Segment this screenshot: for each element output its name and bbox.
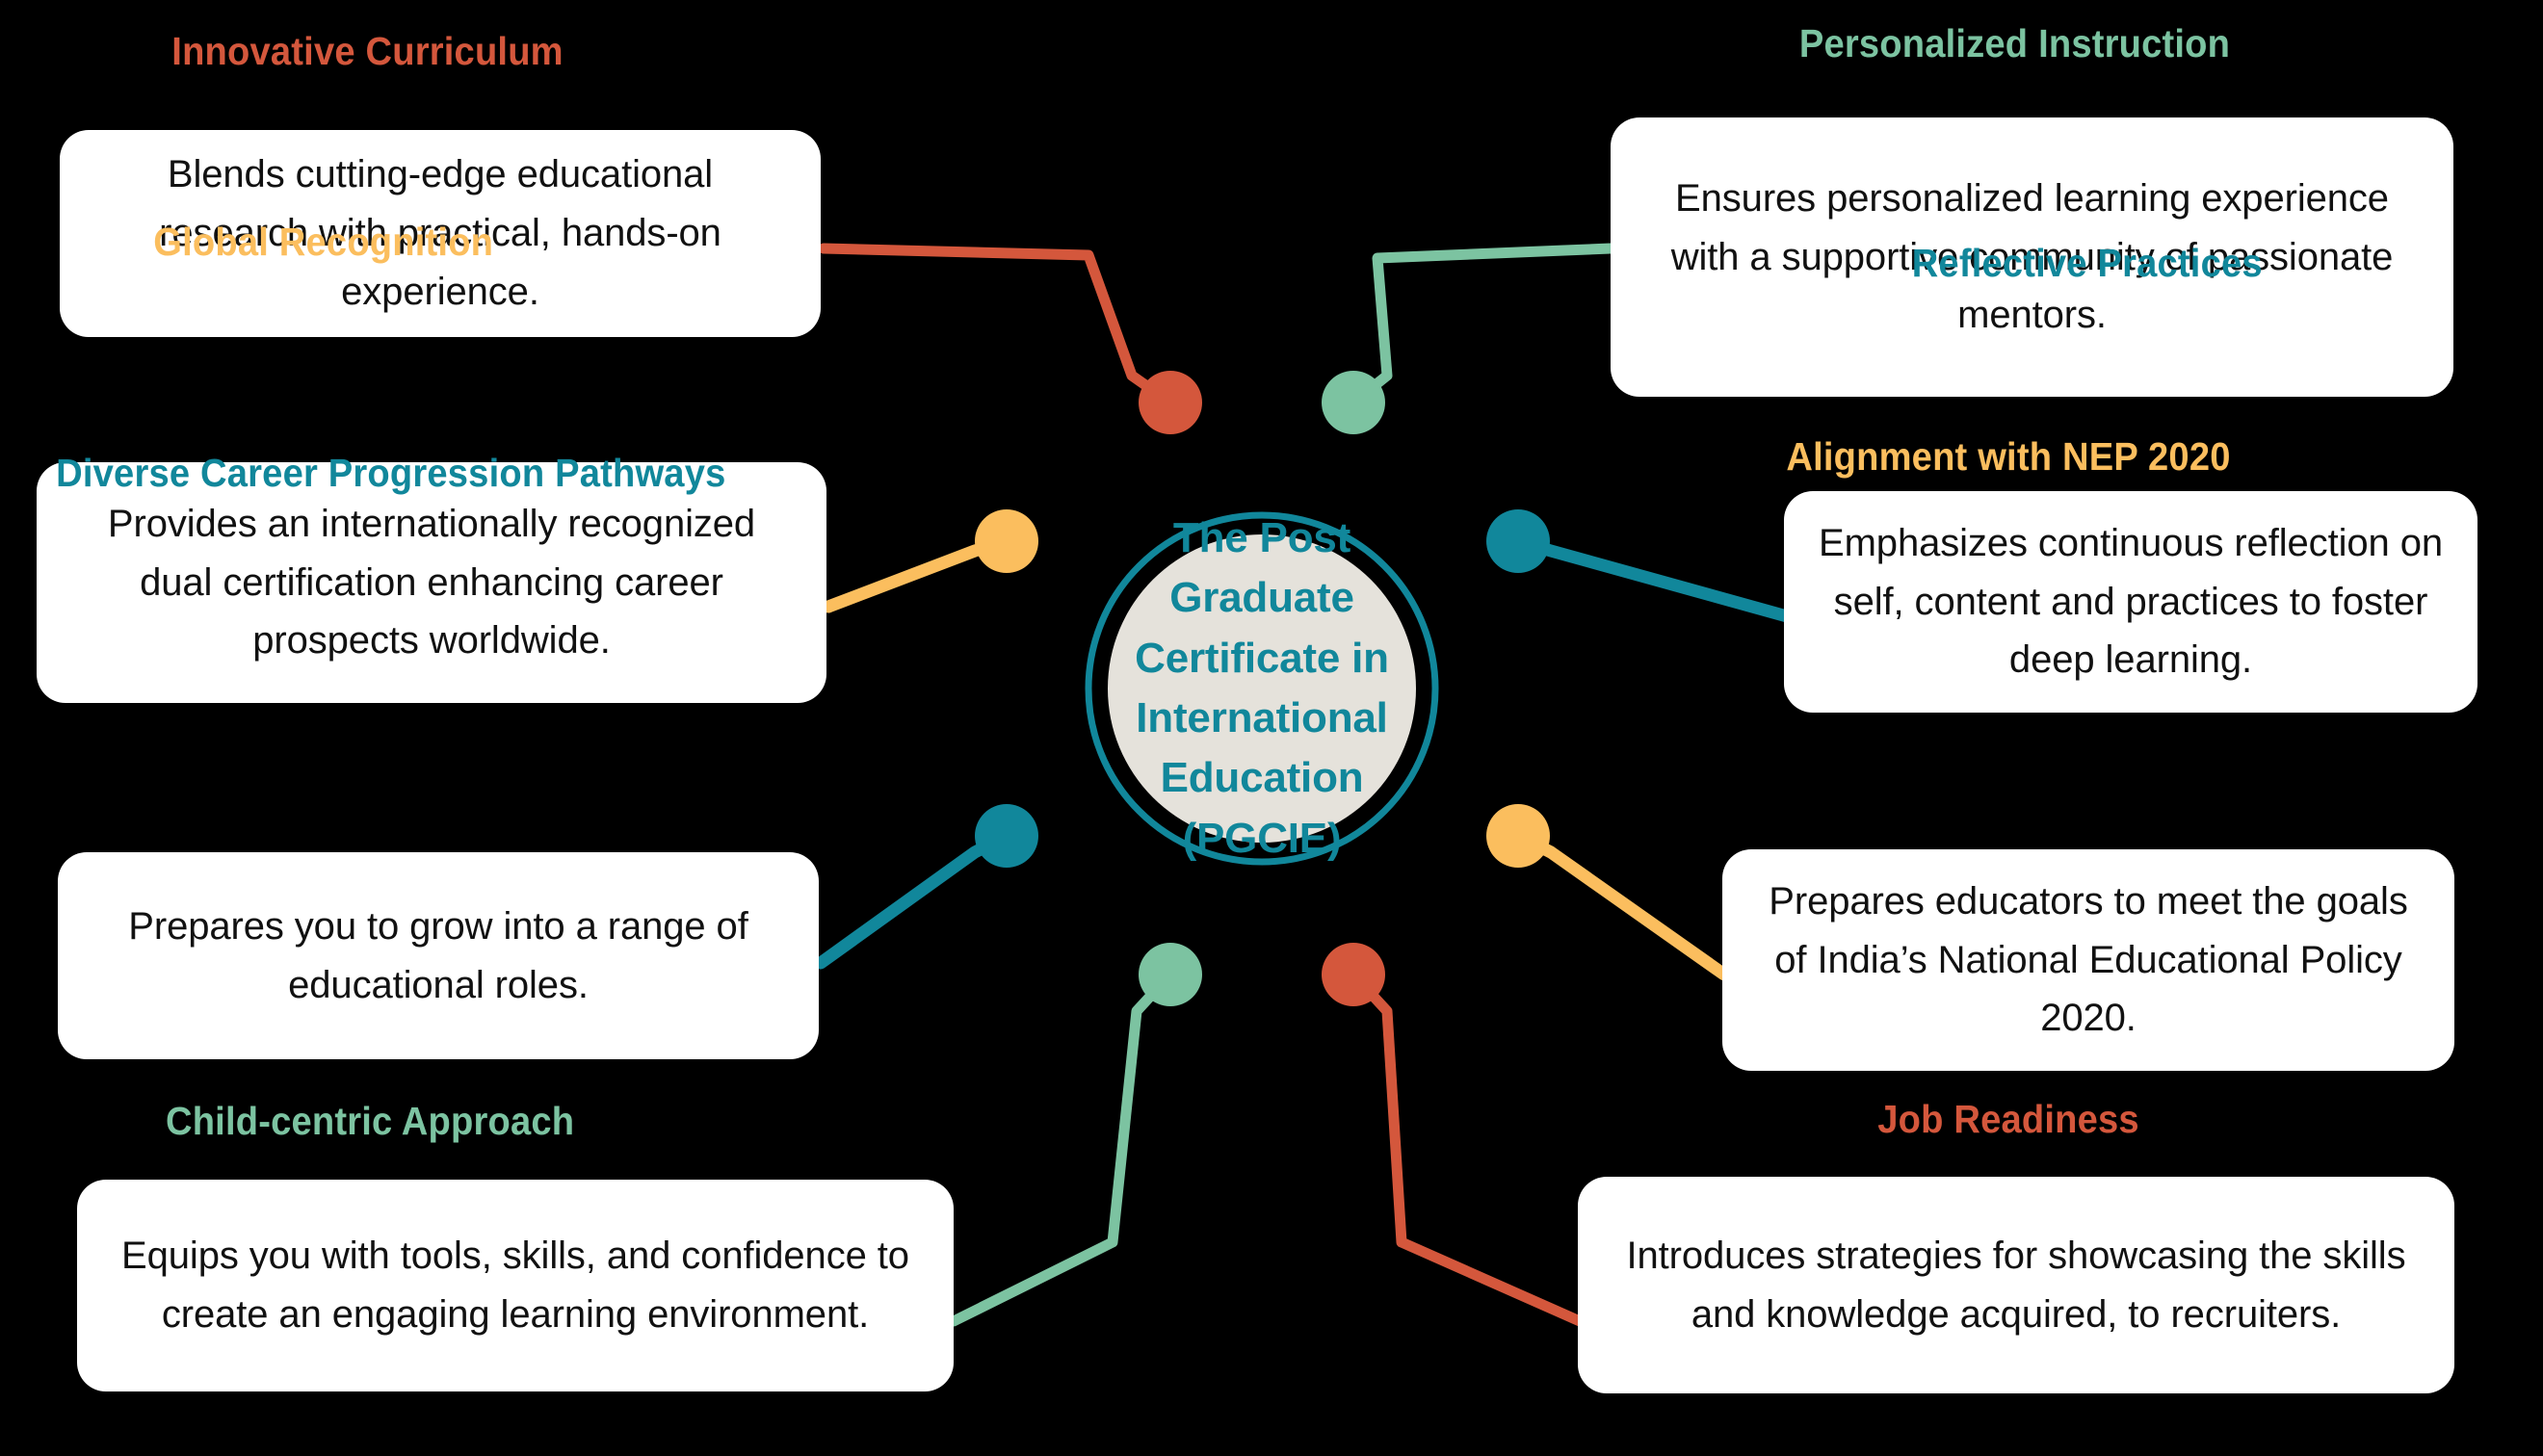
hub-circle: The Post Graduate Certificate in Interna… xyxy=(1108,514,1416,862)
card-diverse-career-progression-pathways[interactable]: Prepares you to grow into a range of edu… xyxy=(58,852,819,1059)
spoke-reflective-practices xyxy=(1511,534,1794,623)
card-alignment-with-nep-2020[interactable]: Prepares educators to meet the goals of … xyxy=(1722,849,2454,1071)
heading-job-readiness: Job Readiness xyxy=(1877,1097,2139,1141)
spoke-alignment-with-nep-2020 xyxy=(1511,829,1731,981)
heading-reflective-practices: Reflective Practices xyxy=(1911,241,2263,285)
card-body-personalized-instruction: Ensures personalized learning experience… xyxy=(1670,176,2394,337)
spoke-innovative-curriculum xyxy=(818,243,1176,408)
hub-title: The Post Graduate Certificate in Interna… xyxy=(1135,513,1389,862)
card-body-job-readiness: Introduces strategies for showcasing the… xyxy=(1626,1234,2406,1336)
card-innovative-curriculum[interactable]: Blends cutting-edge educational research… xyxy=(60,130,821,337)
card-body-global-recognition: Provides an internationally recognized d… xyxy=(107,502,756,663)
card-global-recognition[interactable]: Provides an internationally recognized d… xyxy=(37,462,826,703)
card-personalized-instruction[interactable]: Ensures personalized learning experience… xyxy=(1611,117,2453,397)
heading-personalized-instruction: Personalized Instruction xyxy=(1798,21,2231,65)
node-global-recognition[interactable] xyxy=(975,509,1038,573)
heading-diverse-career-progression-pathways: Diverse Career Progression Pathways xyxy=(56,451,726,495)
node-diverse-career-progression-pathways[interactable] xyxy=(975,804,1038,868)
spoke-job-readiness xyxy=(1348,969,1586,1327)
node-job-readiness[interactable] xyxy=(1322,943,1385,1006)
card-job-readiness[interactable]: Introduces strategies for showcasing the… xyxy=(1578,1177,2454,1393)
heading-alignment-with-nep-2020: Alignment with NEP 2020 xyxy=(1786,434,2231,479)
card-child-centric-approach[interactable]: Equips you with tools, skills, and confi… xyxy=(77,1180,954,1391)
spoke-child-centric-approach xyxy=(948,969,1176,1327)
hub-ring xyxy=(1085,511,1439,866)
node-reflective-practices[interactable] xyxy=(1486,509,1550,573)
card-body-diverse-career-progression-pathways: Prepares you to grow into a range of edu… xyxy=(128,904,748,1006)
card-reflective-practices[interactable]: Emphasizes continuous reflection on self… xyxy=(1784,491,2477,713)
spoke-personalized-instruction xyxy=(1348,243,1616,408)
heading-child-centric-approach: Child-centric Approach xyxy=(165,1099,575,1143)
card-body-reflective-practices: Emphasizes continuous reflection on self… xyxy=(1819,521,2443,682)
heading-innovative-curriculum: Innovative Curriculum xyxy=(171,29,564,73)
card-body-innovative-curriculum: Blends cutting-edge educational research… xyxy=(159,153,721,313)
spoke-diverse-career-progression-pathways xyxy=(814,829,1013,970)
node-innovative-curriculum[interactable] xyxy=(1139,371,1202,434)
card-body-alignment-with-nep-2020: Prepares educators to meet the goals of … xyxy=(1769,879,2408,1040)
node-child-centric-approach[interactable] xyxy=(1139,943,1202,1006)
node-personalized-instruction[interactable] xyxy=(1322,371,1385,434)
card-body-child-centric-approach: Equips you with tools, skills, and confi… xyxy=(121,1235,909,1336)
node-alignment-with-nep-2020[interactable] xyxy=(1486,804,1550,868)
heading-global-recognition: Global Recognition xyxy=(153,220,494,264)
